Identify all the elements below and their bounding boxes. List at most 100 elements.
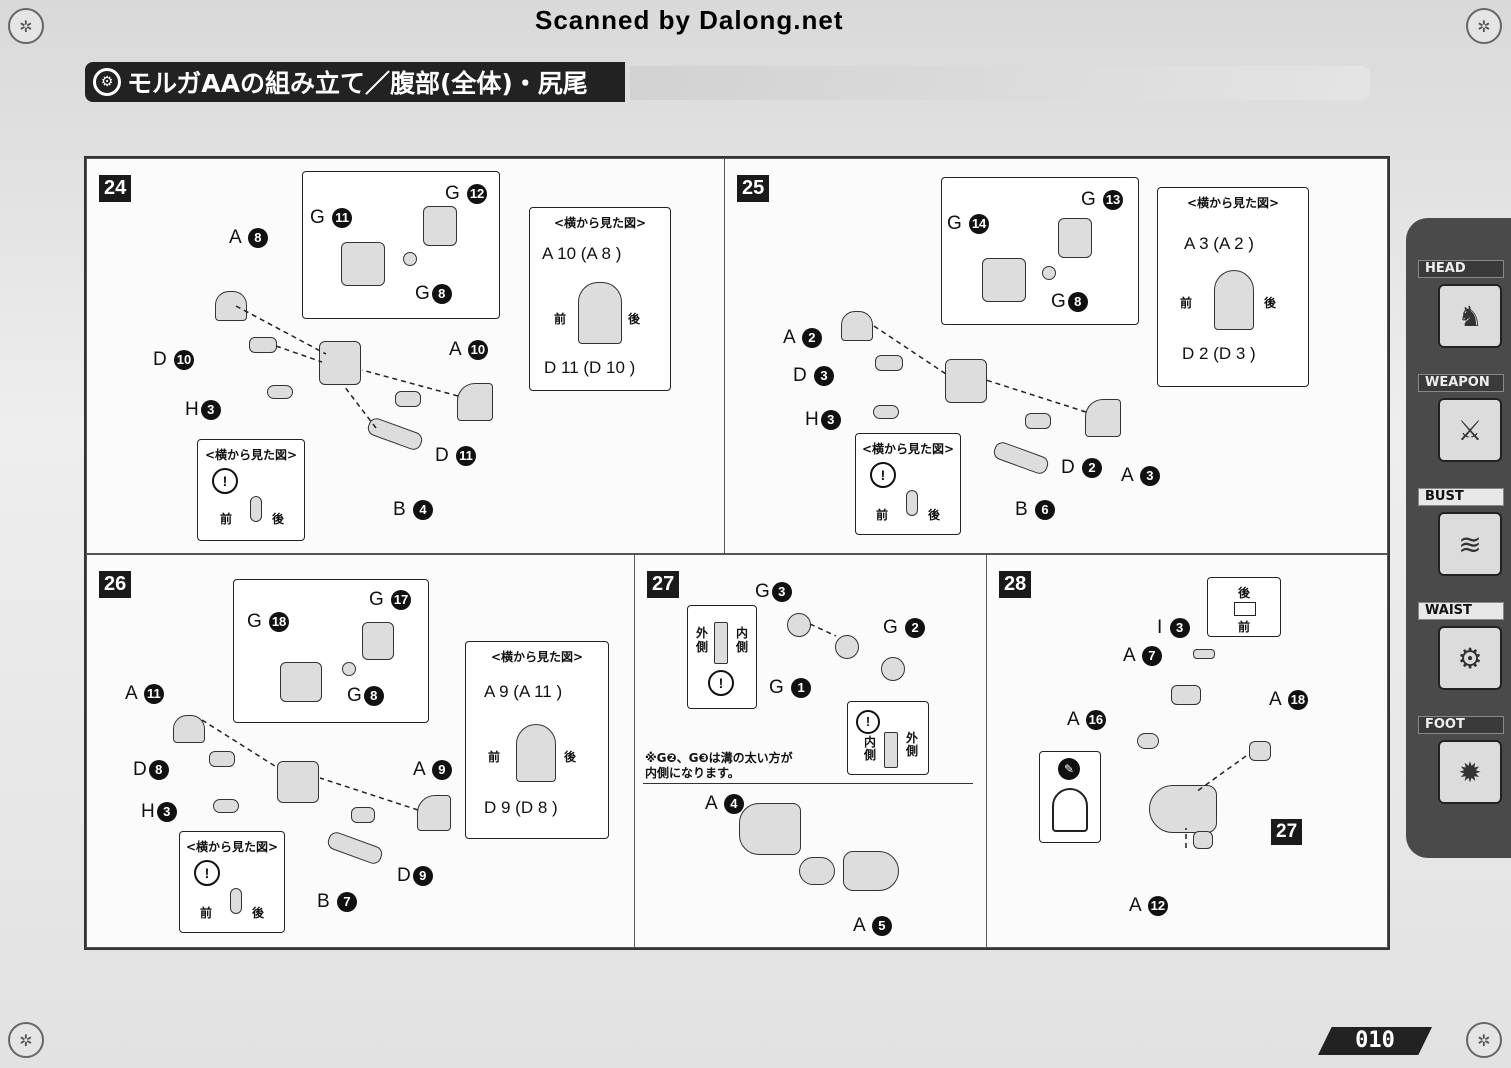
caution-icon: ! xyxy=(212,468,238,494)
nav-item-head[interactable]: HEAD ♞ xyxy=(1414,256,1506,360)
assembly-note: ※G❷、G❸は溝の太い方が 内側になります。 xyxy=(645,751,793,780)
waist-core-part xyxy=(945,359,987,403)
part-label: D 10 xyxy=(153,349,195,371)
side-view-inset: <横から見た図> A 3 (A 2 ) 前 後 D 2 (D 3 ) xyxy=(1157,187,1309,387)
tail-assembly-part xyxy=(1149,785,1217,833)
part-label: A 11 xyxy=(125,683,164,705)
armor-part xyxy=(841,311,873,341)
armor-part xyxy=(1085,399,1121,437)
side-view-part xyxy=(1214,270,1254,330)
side-view-inset: <横から見た図> ! 前 後 xyxy=(179,831,285,933)
corner-bolt-icon: ✲ xyxy=(1466,8,1502,44)
part-label: A 3 xyxy=(1121,465,1160,487)
part-label: G 2 xyxy=(883,617,926,639)
armor-part xyxy=(215,291,247,321)
bust-icon: ≋ xyxy=(1438,512,1502,576)
i-part xyxy=(1193,649,1215,659)
caution-icon: ! xyxy=(870,462,896,488)
nav-item-foot[interactable]: FOOT ✹ xyxy=(1414,712,1506,816)
part-label: B 4 xyxy=(393,499,433,521)
groove-part xyxy=(884,732,898,768)
groove-part xyxy=(714,622,728,664)
step-number: 27 xyxy=(647,571,680,598)
nav-item-weapon[interactable]: WEAPON ⚔ xyxy=(1414,370,1506,474)
step-number: 25 xyxy=(737,175,770,202)
cover-part xyxy=(1058,218,1092,258)
divider xyxy=(643,783,973,784)
side-view-part xyxy=(906,490,918,516)
part-label: A 5 xyxy=(853,915,892,937)
joint-part xyxy=(280,662,322,702)
part-label: G 13 xyxy=(1081,189,1124,211)
weapon-icon: ⚔ xyxy=(1438,398,1502,462)
page-number: 010 xyxy=(1318,1027,1432,1055)
armor-part xyxy=(1193,831,1213,849)
waist-icon: ⚙ xyxy=(1438,626,1502,690)
part-label: G 14 xyxy=(947,213,990,235)
dashed-arrow xyxy=(809,623,837,637)
armor-part xyxy=(1171,685,1201,705)
side-view-part xyxy=(230,888,242,914)
side-view-part xyxy=(250,496,262,522)
section-title: ⚙ モルガAAの組み立て／腹部(全体)・尻尾 xyxy=(85,62,625,102)
nav-item-bust[interactable]: BUST ≋ xyxy=(1414,484,1506,588)
pin-part xyxy=(1042,266,1056,280)
groove-inset: 外側 内側 ! xyxy=(687,605,757,709)
step-number: 26 xyxy=(99,571,132,598)
pin-part xyxy=(342,662,356,676)
gear-part xyxy=(881,657,905,681)
armor-part xyxy=(875,355,903,371)
armor-part xyxy=(1249,741,1271,761)
tail-joint-part xyxy=(799,857,835,885)
dashed-arrow xyxy=(275,345,323,363)
part-label: G 11 xyxy=(310,207,353,229)
corner-bolt-icon: ✲ xyxy=(8,8,44,44)
caution-icon: ! xyxy=(194,860,220,886)
caution-icon: ! xyxy=(708,670,734,696)
side-view-inset: <横から見た図> A 10 (A 8 ) 前 後 D 11 (D 10 ) xyxy=(529,207,671,391)
part-label: A 8 xyxy=(229,227,268,249)
part-label: A 9 xyxy=(413,759,452,781)
side-view-part xyxy=(516,724,556,782)
cover-part xyxy=(423,206,457,246)
step-reference: 27 xyxy=(1271,819,1303,845)
nav-item-waist[interactable]: WAIST ⚙ xyxy=(1414,598,1506,702)
part-label: G 17 xyxy=(369,589,412,611)
joint-part xyxy=(982,258,1026,302)
scan-credit: Scanned by Dalong.net xyxy=(535,5,844,35)
dashed-arrow xyxy=(1195,755,1247,793)
h-pin-part xyxy=(213,799,239,813)
armor-part xyxy=(395,391,421,407)
tail-front-part xyxy=(739,803,801,855)
part-label: B 7 xyxy=(317,891,357,913)
dashed-arrow xyxy=(985,379,1087,413)
armor-part xyxy=(173,715,205,743)
part-label: A 12 xyxy=(1129,895,1168,917)
armor-part xyxy=(209,751,235,767)
part-label: G 12 xyxy=(445,183,488,205)
step-number: 24 xyxy=(99,175,132,202)
part-label: A 4 xyxy=(705,793,744,815)
side-view-inset: <横から見た図> A 9 (A 11 ) 前 後 D 9 (D 8 ) xyxy=(465,641,609,839)
dragon-head-icon: ♞ xyxy=(1438,284,1502,348)
corner-bolt-icon: ✲ xyxy=(1466,1022,1502,1058)
part-label: A 7 xyxy=(1123,645,1162,667)
dashed-arrow xyxy=(235,305,327,355)
armor-part xyxy=(417,795,451,831)
dashed-arrow xyxy=(361,369,459,397)
armor-part xyxy=(1137,733,1159,749)
step-number: 28 xyxy=(999,571,1032,598)
dashed-arrow xyxy=(873,325,947,375)
gear-icon: ⚙ xyxy=(93,68,121,96)
dashed-arrow xyxy=(319,777,419,811)
assembly-arrows xyxy=(201,305,1247,848)
part-label: A 10 xyxy=(449,339,488,361)
armor-part xyxy=(351,807,375,823)
part-label: D 11 xyxy=(435,445,477,467)
